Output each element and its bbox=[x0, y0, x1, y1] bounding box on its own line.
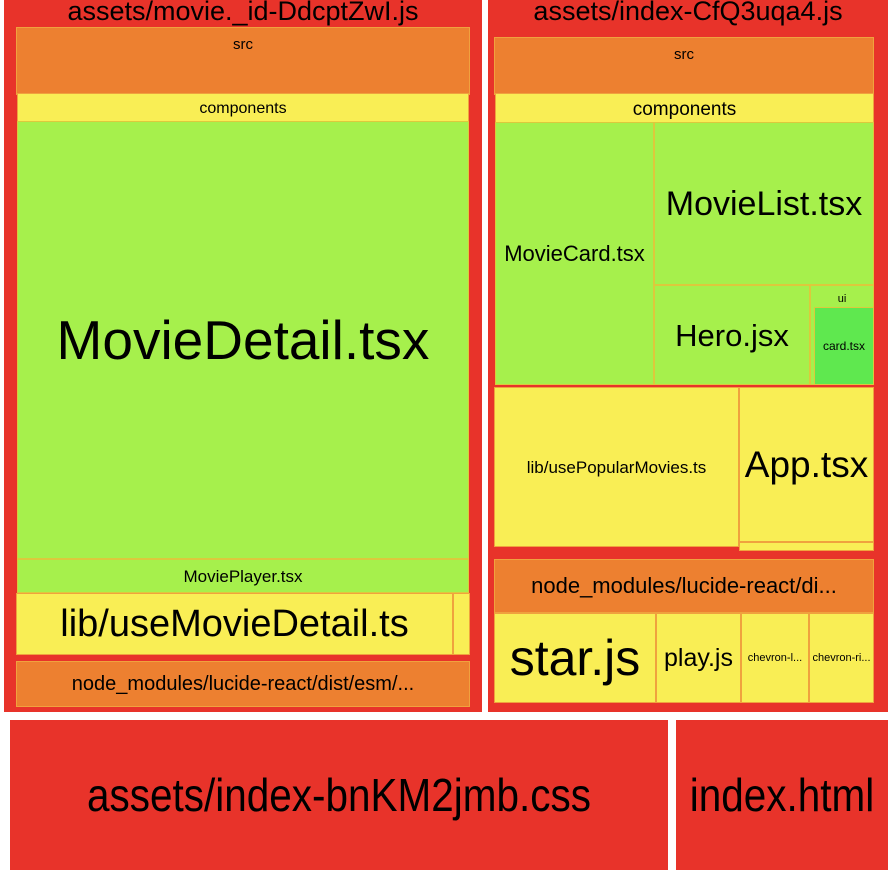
treemap-node-app-tsx[interactable]: App.tsx bbox=[739, 387, 874, 542]
treemap-label-movie-list: MovieList.tsx bbox=[665, 184, 863, 223]
treemap-node-right-unlabeled-sliver[interactable] bbox=[739, 542, 874, 551]
treemap-label-hero: Hero.jsx bbox=[675, 317, 789, 353]
treemap-label-chevron-left: chevron-l... bbox=[747, 651, 803, 664]
treemap-node-card-tsx[interactable]: card.tsx bbox=[814, 307, 874, 385]
treemap-label-star-js: star.js bbox=[509, 630, 641, 686]
treemap-label-movie-card: MovieCard.tsx bbox=[504, 240, 645, 266]
treemap-label-app-tsx: App.tsx bbox=[744, 444, 869, 485]
treemap-label-left-components: components bbox=[199, 100, 287, 117]
treemap-label-left-unlabeled-sliver bbox=[454, 594, 469, 654]
treemap-node-right-node-modules[interactable]: node_modules/lucide-react/di... bbox=[494, 559, 874, 613]
treemap-node-use-popular-movies[interactable]: lib/usePopularMovies.ts bbox=[494, 387, 739, 547]
treemap-label-index-css: assets/index-bnKM2jmb.css bbox=[87, 769, 591, 821]
treemap-node-movie-detail[interactable]: MovieDetail.tsx bbox=[17, 121, 469, 559]
treemap-label-chevron-right: chevron-ri... bbox=[812, 651, 871, 664]
treemap-node-movie-player[interactable]: MoviePlayer.tsx bbox=[17, 559, 469, 593]
treemap-label-use-movie-detail: lib/useMovieDetail.ts bbox=[60, 603, 409, 645]
treemap-node-hero[interactable]: Hero.jsx bbox=[654, 285, 810, 385]
treemap-label-right-node-modules: node_modules/lucide-react/di... bbox=[531, 573, 837, 598]
treemap-node-chevron-right[interactable]: chevron-ri... bbox=[809, 613, 874, 703]
treemap-node-left-node-modules[interactable]: node_modules/lucide-react/dist/esm/... bbox=[16, 661, 470, 707]
treemap-node-use-movie-detail[interactable]: lib/useMovieDetail.ts bbox=[16, 593, 453, 655]
treemap-label-index-html: index.html bbox=[689, 769, 875, 821]
treemap-label-movie-player: MoviePlayer.tsx bbox=[183, 566, 303, 586]
treemap-node-left-components[interactable]: components bbox=[17, 93, 469, 123]
treemap-label-card-tsx: card.tsx bbox=[822, 339, 865, 353]
treemap-node-left-unlabeled-sliver[interactable] bbox=[453, 593, 470, 655]
treemap-node-movie-card[interactable]: MovieCard.tsx bbox=[495, 122, 654, 385]
treemap-node-right-src[interactable]: src bbox=[494, 37, 874, 95]
treemap-node-chevron-left[interactable]: chevron-l... bbox=[741, 613, 809, 703]
treemap-label-ui-folder: ui bbox=[837, 292, 847, 305]
treemap-label-right-unlabeled-sliver bbox=[740, 543, 873, 550]
treemap-label-right-src: src bbox=[674, 45, 694, 63]
treemap-node-index-html[interactable]: index.html bbox=[676, 720, 888, 870]
treemap-node-index-css[interactable]: assets/index-bnKM2jmb.css bbox=[10, 720, 668, 870]
treemap-node-left-src[interactable]: src bbox=[16, 27, 470, 95]
treemap-label-right-components: components bbox=[632, 98, 737, 120]
treemap-node-movie-list[interactable]: MovieList.tsx bbox=[654, 122, 874, 285]
treemap-node-play-js[interactable]: play.js bbox=[656, 613, 741, 703]
treemap-label-play-js: play.js bbox=[663, 643, 733, 672]
treemap-label-left-node-modules: node_modules/lucide-react/dist/esm/... bbox=[71, 673, 415, 695]
treemap-label-movie-detail: MovieDetail.tsx bbox=[56, 308, 430, 371]
treemap-label-bundle-index: assets/index-CfQ3uqa4.js bbox=[533, 0, 843, 26]
treemap-node-right-components[interactable]: components bbox=[495, 93, 874, 123]
treemap-label-use-popular-movies: lib/usePopularMovies.ts bbox=[526, 457, 707, 477]
treemap-label-left-src: src bbox=[233, 35, 253, 53]
treemap-label-bundle-movie: assets/movie._id-DdcptZwI.js bbox=[67, 0, 419, 26]
treemap-node-star-js[interactable]: star.js bbox=[494, 613, 656, 703]
